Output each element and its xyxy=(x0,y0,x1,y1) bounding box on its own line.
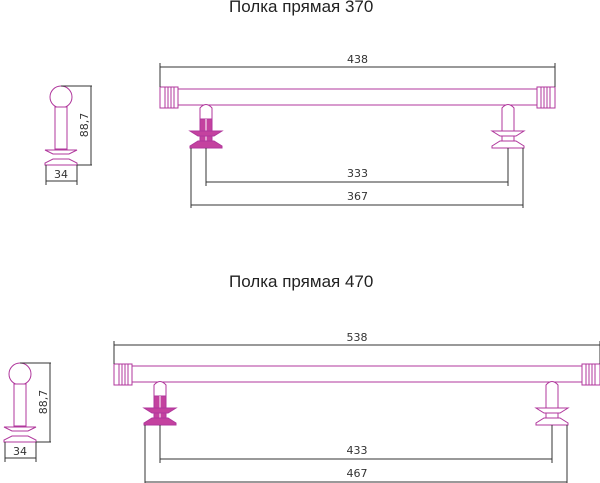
end-cap xyxy=(536,86,556,109)
side-view-bar-section xyxy=(49,85,73,109)
mount-base xyxy=(491,140,525,149)
mount-base xyxy=(535,417,569,426)
end-cap xyxy=(113,363,133,386)
end-cap xyxy=(581,363,600,386)
overall-length-dimension-label: 438 xyxy=(347,53,368,66)
side-view-flange xyxy=(44,149,78,155)
mount-flange xyxy=(142,407,178,414)
mount-center-dimension-label: 433 xyxy=(347,444,368,457)
side-view-post xyxy=(13,383,27,427)
shelf-470-drawing: 88,7 34 538 433 467 xyxy=(3,331,600,483)
mount-base xyxy=(143,417,177,426)
shelf-370-drawing: 88,7 34 438 333 367 xyxy=(44,53,556,208)
base-width-dimension-label: 34 xyxy=(13,445,27,458)
mount-flange xyxy=(490,130,526,137)
mount-outer-dimension-label: 467 xyxy=(347,467,368,480)
side-view-base xyxy=(44,158,78,166)
towel-bar xyxy=(177,88,538,106)
side-view-post xyxy=(54,106,68,150)
overall-length-dimension-label: 538 xyxy=(347,331,368,344)
drawing-title-470: Полка прямая 470 xyxy=(229,272,374,291)
side-view-base xyxy=(3,435,37,443)
base-width-dimension-label: 34 xyxy=(54,168,68,181)
height-dimension-label: 88,7 xyxy=(37,390,50,415)
side-view-bar-section xyxy=(8,362,32,386)
height-dimension-label: 88,7 xyxy=(78,113,91,138)
towel-bar xyxy=(131,365,583,383)
mount-outer-dimension-label: 367 xyxy=(347,190,368,203)
drawing-title-370: Полка прямая 370 xyxy=(229,0,374,16)
end-cap xyxy=(159,86,179,109)
mount-base xyxy=(189,140,223,149)
mount-center-dimension-label: 333 xyxy=(347,167,368,180)
mount-flange xyxy=(188,130,224,137)
mount-flange xyxy=(534,407,570,414)
side-view-flange xyxy=(3,426,37,432)
